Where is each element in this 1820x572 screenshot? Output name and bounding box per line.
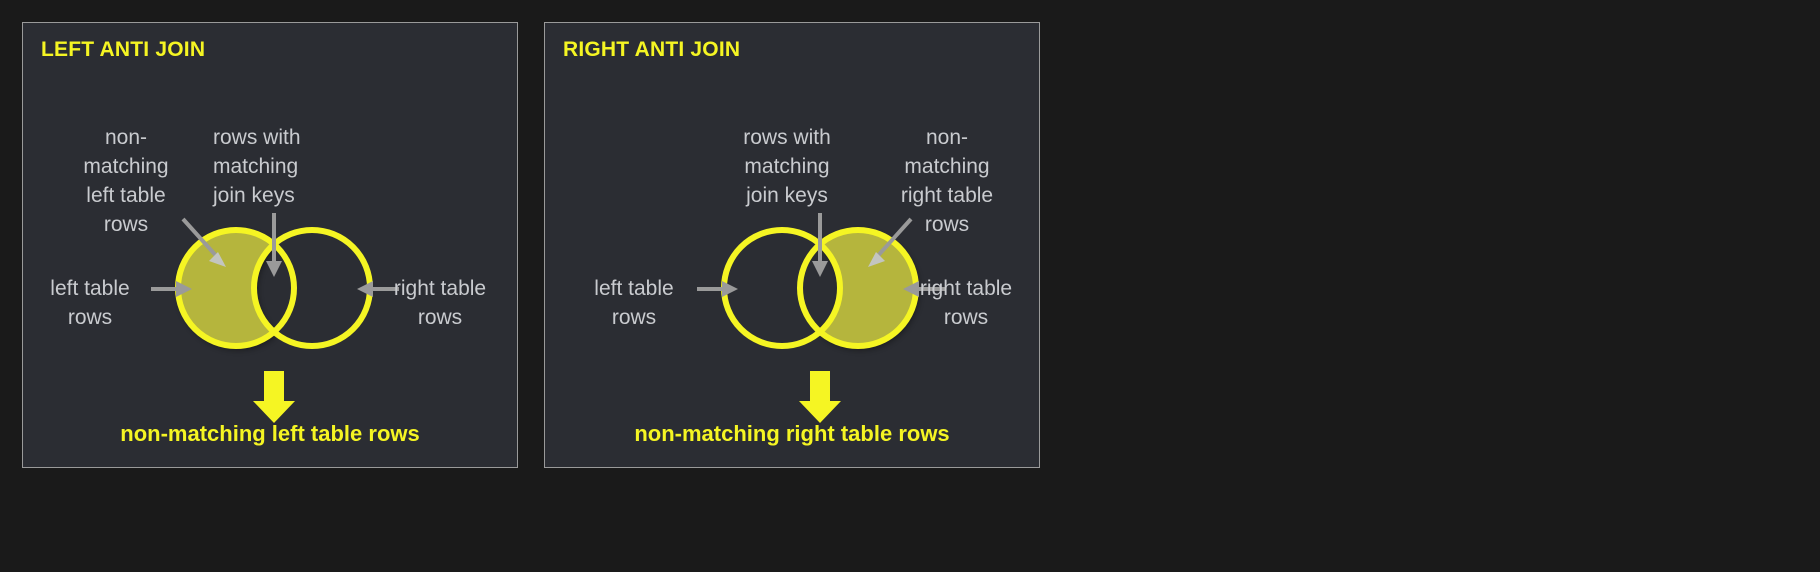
venn-fill-left-only	[178, 230, 294, 346]
venn-circle-left	[175, 227, 297, 349]
panel-title: RIGHT ANTI JOIN	[563, 38, 741, 61]
venn-diagram-right	[697, 213, 945, 423]
panel-title: LEFT ANTI JOIN	[41, 38, 206, 61]
result-caption: non-matching right table rows	[634, 421, 950, 446]
label-non-matching-right-rows: non- matching right table rows	[900, 126, 994, 236]
venn-circle-right	[251, 227, 373, 349]
arrow-right-icon	[697, 281, 738, 297]
label-left-table-rows: left table rows	[50, 277, 130, 329]
label-right-table-rows: right table rows	[919, 277, 1013, 329]
venn-diagram-left	[151, 213, 399, 423]
arrow-down-icon	[812, 213, 828, 277]
panel-left-anti-join: LEFT ANTI JOIN	[22, 22, 518, 468]
label-right-table-rows: right table rows	[393, 277, 487, 329]
venn-fill-right-only	[800, 230, 916, 346]
label-rows-with-matching-keys: rows with matching join keys	[213, 126, 301, 207]
label-non-matching-left-rows: non- matching left table rows	[83, 126, 169, 236]
result-caption: non-matching left table rows	[120, 421, 420, 446]
venn-circle-right	[797, 227, 919, 349]
arrow-down-thick-icon	[799, 371, 841, 423]
arrow-right-icon	[151, 281, 192, 297]
label-rows-with-matching-keys: rows with matching join keys	[743, 126, 831, 207]
arrow-down-icon	[266, 213, 282, 277]
arrow-down-thick-icon	[253, 371, 295, 423]
venn-circle-left	[721, 227, 843, 349]
panel-right-anti-join: RIGHT ANTI JOIN	[544, 22, 1040, 468]
label-left-table-rows: left table rows	[594, 277, 674, 329]
